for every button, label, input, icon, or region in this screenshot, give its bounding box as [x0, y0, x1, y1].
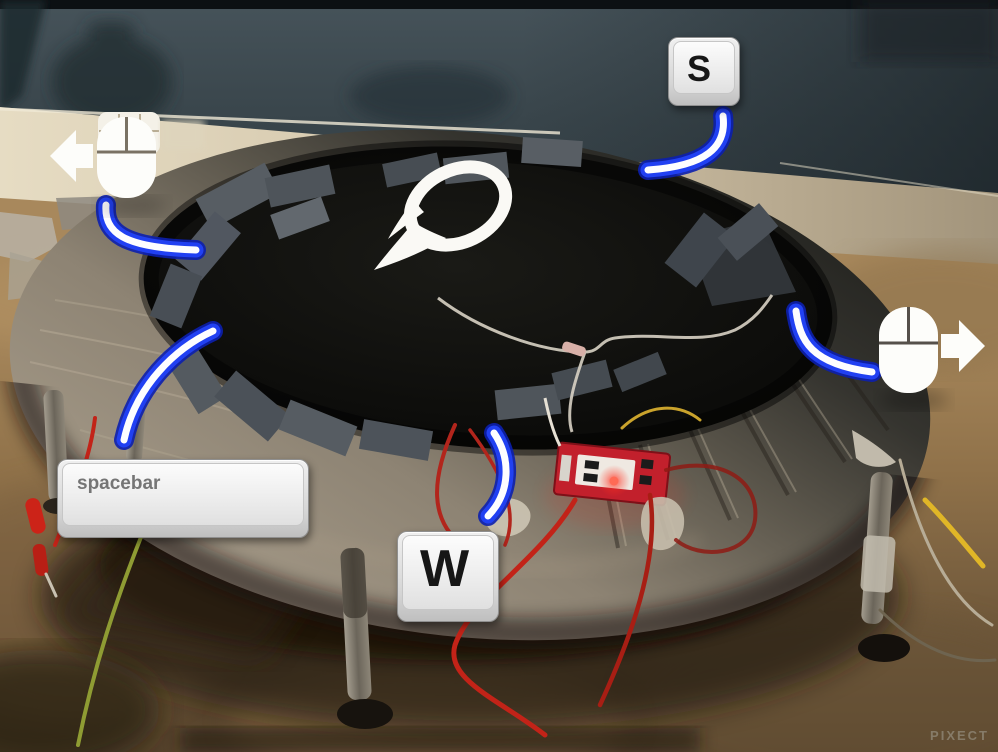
trampoline-leg-center — [337, 547, 393, 729]
arrow-right-icon — [941, 320, 985, 372]
alligator-clip — [562, 341, 586, 357]
arrow-left-icon — [50, 130, 93, 182]
alligator-clip — [32, 543, 49, 576]
key-prompt-spacebar[interactable]: spacebar — [57, 459, 309, 538]
alligator-clip — [25, 498, 46, 534]
annotation-curve-right-mouse — [786, 301, 882, 382]
annotation-curve-s-key — [638, 106, 734, 180]
annotation-curve-spacebar — [114, 321, 223, 450]
key-label: spacebar — [77, 473, 161, 494]
key-prompt-s[interactable]: S — [668, 37, 740, 106]
key-prompt-w[interactable]: W — [397, 531, 499, 622]
trampoline-wall-shadow — [350, 66, 510, 126]
mat-wire — [437, 294, 774, 433]
mouse-right-click-icon[interactable] — [879, 307, 985, 410]
wall-corner-shadow — [0, 0, 46, 112]
key-label: W — [420, 540, 470, 598]
keycap-face: W — [402, 535, 494, 610]
trampoline-leg-right — [852, 430, 910, 662]
tape-wad — [852, 430, 896, 467]
mouse-left-click-icon[interactable] — [50, 117, 166, 216]
wires — [25, 406, 997, 747]
annotation-curve-w-key — [478, 423, 516, 526]
foil-wrap — [860, 535, 896, 593]
annotation-curves — [95, 106, 882, 526]
wall-object-shadow — [52, 22, 172, 128]
key-label: S — [687, 48, 712, 89]
led — [609, 476, 619, 486]
trampoline-legs — [43, 389, 910, 729]
painted-logo — [374, 160, 513, 270]
keycap-face: spacebar — [62, 463, 304, 526]
annotation-curve-left-mouse — [95, 195, 206, 260]
pixect-watermark: PIXECT — [930, 728, 989, 743]
keycap-face: S — [673, 41, 735, 94]
